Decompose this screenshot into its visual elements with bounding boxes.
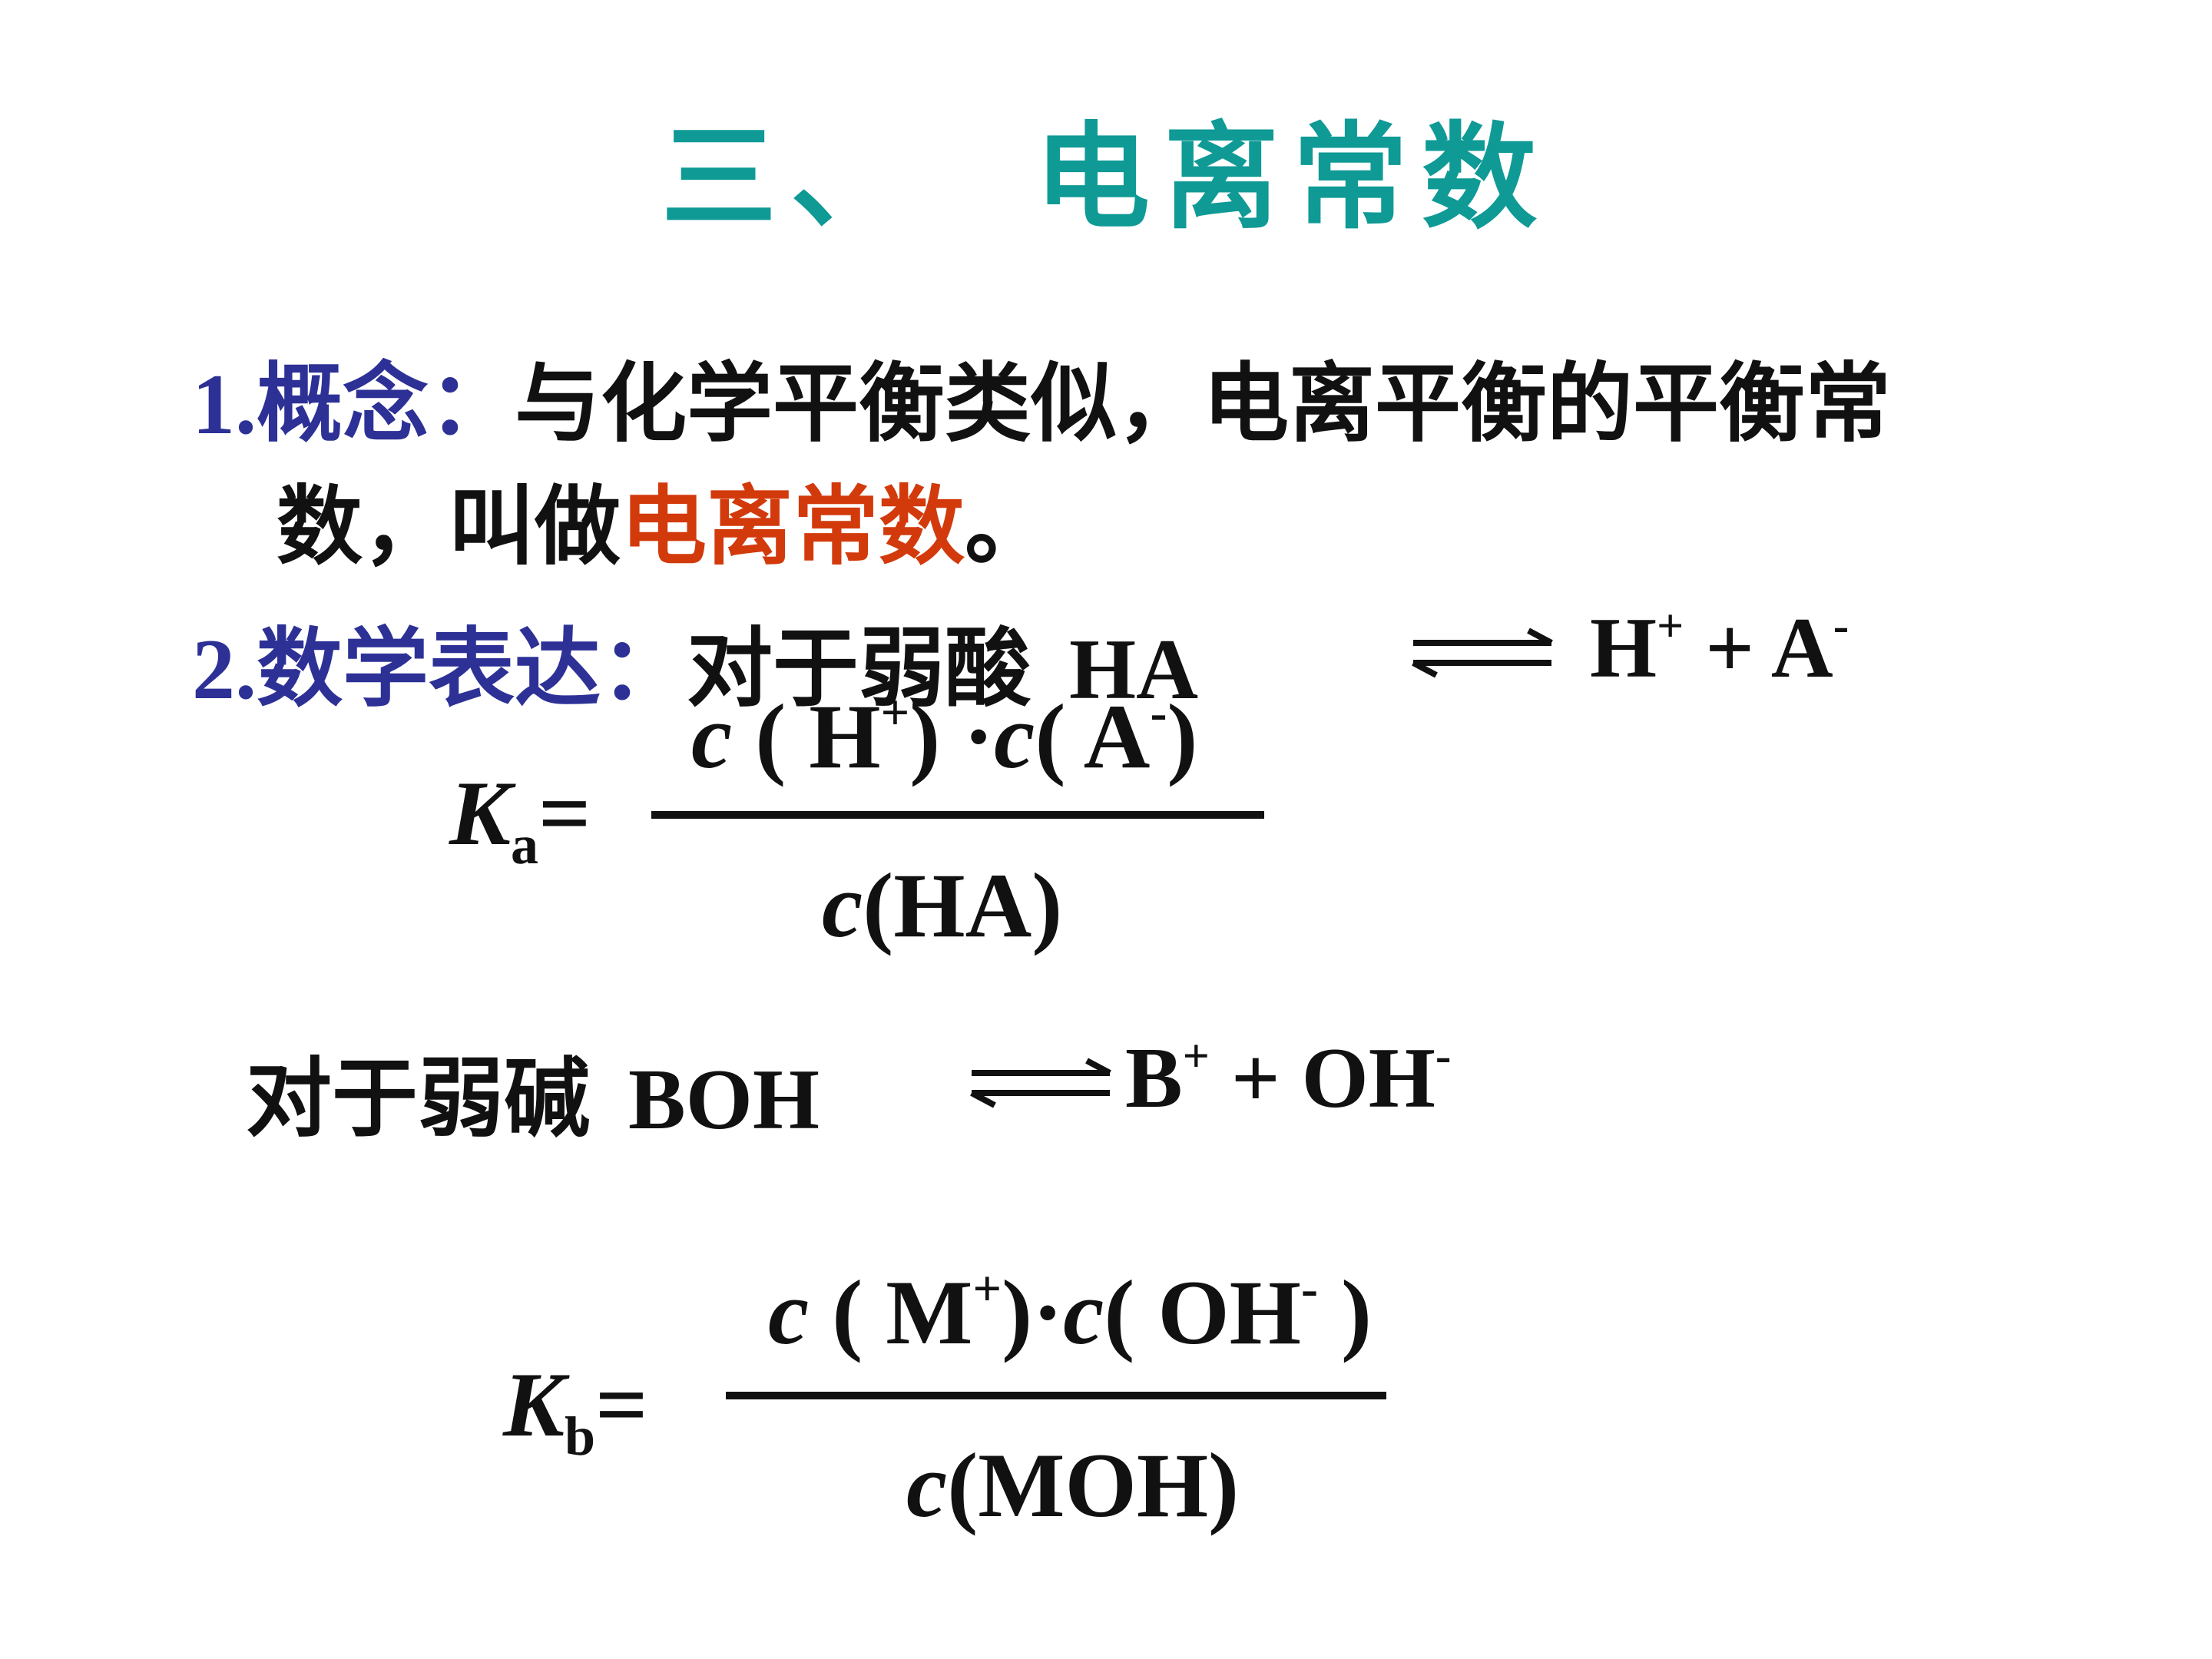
base-product-1-charge: + <box>1182 1029 1210 1082</box>
acid-product-1-charge: + <box>1657 599 1684 652</box>
kb-num-oh: ( OH <box>1104 1261 1301 1363</box>
kb-num-close2: ) <box>1317 1261 1372 1363</box>
base-product-2: OH <box>1301 1031 1435 1126</box>
ka-numerator: c ( H+) ·c( A-) <box>691 684 1197 790</box>
base-product-2-charge: - <box>1435 1029 1452 1082</box>
concept-text-1: 与化学平衡类似，电离平衡的平衡常 <box>515 354 1891 454</box>
expression-label: 数学表达： <box>257 619 687 719</box>
base-plus: + <box>1230 1031 1280 1126</box>
base-product-1: B <box>1125 1031 1183 1126</box>
ka-num-h: ( H <box>732 685 881 787</box>
kb-num-close1: )· <box>1002 1261 1064 1363</box>
ka-num-close2: ) <box>1167 685 1198 787</box>
ka-denominator: c(HA) <box>822 853 1062 959</box>
ka-fraction-bar <box>651 811 1264 819</box>
title-number: 三、 <box>661 111 919 245</box>
kb-num-oh-charge: - <box>1301 1260 1318 1317</box>
title-text: 电离常数 <box>1035 111 1551 245</box>
kb-denominator: c(MOH) <box>906 1432 1239 1538</box>
concept-number: 1. <box>192 357 257 452</box>
acid-reactant: HA <box>1069 622 1198 717</box>
kb-k: K <box>503 1353 565 1455</box>
concept-line-1: 1.概念：与化学平衡类似，电离平衡的平衡常 <box>192 334 1891 459</box>
kb-subscript: b <box>565 1406 596 1468</box>
concept-label: 概念： <box>257 354 515 454</box>
concept-highlight: 电离常数 <box>621 477 965 577</box>
expression-number: 2. <box>192 622 257 717</box>
slide-title: 三、电离常数 <box>0 84 2212 251</box>
acid-intro: 对于弱酸 <box>687 619 1031 719</box>
concept-text-3: 。 <box>965 477 1051 577</box>
ka-equals: = <box>538 762 591 864</box>
ka-symbol: Ka= <box>449 760 591 873</box>
kb-symbol: Kb= <box>503 1352 648 1464</box>
ka-num-a-charge: - <box>1150 684 1167 741</box>
expression-line: 2.数学表达：对于弱酸 HA <box>192 599 1198 724</box>
base-equilibrium-arrow-icon <box>964 1056 1118 1118</box>
acid-product-1: H <box>1590 601 1657 696</box>
ka-den-c: c <box>822 854 863 956</box>
base-intro: 对于弱碱 <box>246 1049 590 1149</box>
acid-products: H+ + A- <box>1590 599 1849 698</box>
base-line: 对于弱碱 BOH <box>246 1029 820 1154</box>
ka-num-h-charge: + <box>880 684 910 741</box>
ka-num-c1: c <box>691 685 733 787</box>
equilibrium-arrow-icon <box>1406 626 1559 687</box>
ka-num-close1: ) · <box>909 685 995 787</box>
acid-plus: + <box>1705 601 1755 696</box>
kb-equals: = <box>595 1353 648 1455</box>
ka-subscript: a <box>511 814 539 876</box>
kb-fraction-bar <box>726 1392 1386 1399</box>
acid-product-2: A <box>1770 601 1833 696</box>
base-products: B+ + OH- <box>1125 1029 1451 1128</box>
kb-num-c1: c <box>768 1261 810 1363</box>
acid-product-2-charge: - <box>1833 599 1849 652</box>
ka-num-a: ( A <box>1035 685 1151 787</box>
ka-num-c2: c <box>994 685 1035 787</box>
kb-num-c2: c <box>1063 1261 1104 1363</box>
concept-text-2: 数，叫做 <box>276 477 621 577</box>
ka-k: K <box>449 762 512 864</box>
kb-numerator: c ( M+)·c( OH- ) <box>768 1260 1372 1366</box>
kb-den-rest: (MOH) <box>947 1434 1240 1536</box>
kb-num-m-charge: + <box>972 1260 1002 1317</box>
kb-den-c: c <box>906 1434 948 1536</box>
kb-num-m: ( M <box>809 1261 973 1363</box>
base-reactant: BOH <box>628 1052 820 1147</box>
concept-line-2: 数，叫做电离常数。 <box>276 457 1051 581</box>
ka-den-rest: (HA) <box>863 854 1063 956</box>
